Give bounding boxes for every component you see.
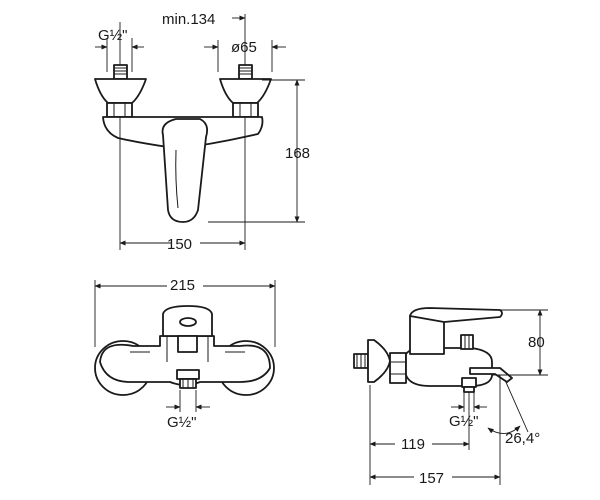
dim-overall-width: 215 bbox=[94, 277, 276, 347]
dim-min-spacing: min.134 bbox=[119, 11, 246, 66]
min-spacing-label: min.134 bbox=[162, 11, 215, 28]
center-distance-label: 150 bbox=[167, 236, 192, 253]
dim-center-distance: 150 bbox=[119, 117, 246, 253]
front-view: G½" min.134 ø65 bbox=[94, 11, 310, 253]
side-view: 80 G½" 26,4° 119 1 bbox=[353, 307, 548, 487]
dim-flange-diameter: ø65 bbox=[204, 39, 286, 72]
top-view: 215 G½" bbox=[94, 277, 276, 431]
dim-side-depth: 119 bbox=[369, 385, 470, 485]
flange-diameter-label: ø65 bbox=[231, 39, 257, 56]
height-label: 168 bbox=[285, 145, 310, 162]
front-thread-label: G½" bbox=[98, 27, 128, 44]
side-overall-label: 157 bbox=[419, 470, 444, 487]
dim-height: 168 bbox=[208, 79, 310, 223]
dim-bottom-thread: G½" bbox=[166, 390, 210, 431]
dim-spout-angle: 26,4° bbox=[487, 375, 540, 447]
spout-angle-label: 26,4° bbox=[505, 430, 540, 447]
overall-width-label: 215 bbox=[170, 277, 195, 294]
dim-side-height: 80 bbox=[492, 309, 548, 376]
side-thread-label: G½" bbox=[449, 413, 479, 430]
dim-side-overall: 157 bbox=[369, 438, 501, 487]
dim-side-thread: G½" bbox=[449, 392, 487, 430]
side-height-label: 80 bbox=[528, 334, 545, 351]
side-depth-label: 119 bbox=[401, 436, 425, 453]
bottom-thread-label: G½" bbox=[167, 414, 197, 431]
